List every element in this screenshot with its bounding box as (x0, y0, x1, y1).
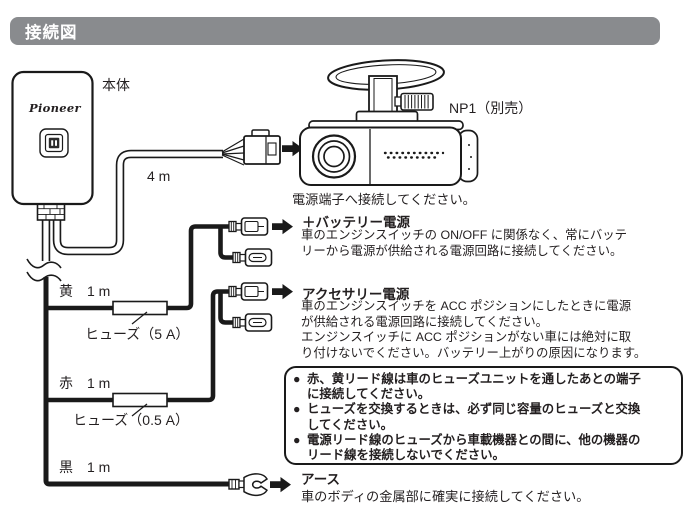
battery-section-body: 車のエンジンスイッチの ON/OFF に関係なく、常にバッテ リーから電源が供給… (301, 228, 628, 258)
camera-model-label: NP1（別売） (449, 100, 533, 116)
battery-section-title: ＋バッテリー電源 (302, 215, 410, 230)
cable-break-symbol (26, 258, 62, 282)
mount-knob (394, 92, 434, 111)
note-text: 電源リード線のヒューズから車載機器との間に、他の機器の リード線を接続しないでく… (307, 432, 641, 463)
ground-section-title: アース (301, 472, 341, 487)
unit-port-icon (39, 128, 69, 158)
right-arrow-icon (272, 284, 293, 300)
bullet-icon: ● (293, 402, 301, 417)
red-lead-wire (46, 289, 236, 403)
main-unit-illustration (11, 70, 94, 221)
camera-caption: 電源端子へ接続してください。 (292, 192, 476, 207)
ground-fork-terminal-icon (228, 473, 268, 497)
note-text: 赤、黄リード線は車のヒューズユニットを通したあとの端子 に接続してください。 (307, 372, 641, 402)
bullet-icon: ● (293, 432, 301, 447)
caution-notes-box: ● 赤、黄リード線は車のヒューズユニットを通したあとの端子 に接続してください。… (284, 366, 683, 465)
fuse-05a (112, 392, 168, 417)
fuse-5a (112, 300, 168, 325)
fuse-05a-label: ヒューズ（0.5 A） (73, 412, 189, 428)
power-cable-4m (52, 149, 223, 256)
camera-lens-icon (311, 134, 357, 179)
black-lead-wire (43, 277, 231, 487)
yellow-lead-wire (46, 224, 236, 311)
accessory-spade-terminal-female-icon (232, 313, 273, 332)
note-item: ● 電源リード線のヒューズから車載機器との間に、他の機器の リード線を接続しない… (293, 433, 675, 463)
pioneer-logo: Pioneer (29, 101, 81, 115)
fuse-5a-label: ヒューズ（5 A） (85, 326, 190, 342)
black-lead-label: 黒 1 m (59, 459, 111, 475)
right-arrow-icon (270, 477, 291, 493)
power-plug-connector-icon (221, 129, 281, 166)
accessory-section-title: アクセサリー電源 (302, 287, 410, 302)
main-unit-label: 本体 (102, 77, 130, 93)
note-item: ● 赤、黄リード線は車のヒューズユニットを通したあとの端子 に接続してください。 (293, 372, 675, 402)
note-item: ● ヒューズを交換するときは、必ず同じ容量のヒューズと交換 してください。 (293, 402, 675, 432)
note-text: ヒューズを交換するときは、必ず同じ容量のヒューズと交換 してください。 (307, 402, 641, 432)
battery-spade-terminal-male-icon (228, 217, 269, 236)
bullet-icon: ● (293, 372, 301, 386)
page-title: 接続図 (25, 24, 78, 42)
camera-illustration (299, 59, 479, 186)
right-arrow-icon (272, 219, 293, 235)
cable-length-label: 4 m (147, 168, 171, 184)
section-header: 接続図 (10, 17, 660, 45)
yellow-lead-label: 黄 1 m (59, 283, 111, 299)
speaker-holes (383, 151, 445, 159)
accessory-section-body: 車のエンジンスイッチを ACC ポジションにしたときに電源 が供給される電源回路… (301, 299, 647, 361)
accessory-spade-terminal-male-icon (228, 282, 269, 301)
battery-spade-terminal-female-icon (232, 248, 273, 267)
red-lead-label: 赤 1 m (59, 375, 111, 391)
ground-section-body: 車のボディの金属部に確実に接続してください。 (301, 489, 590, 504)
